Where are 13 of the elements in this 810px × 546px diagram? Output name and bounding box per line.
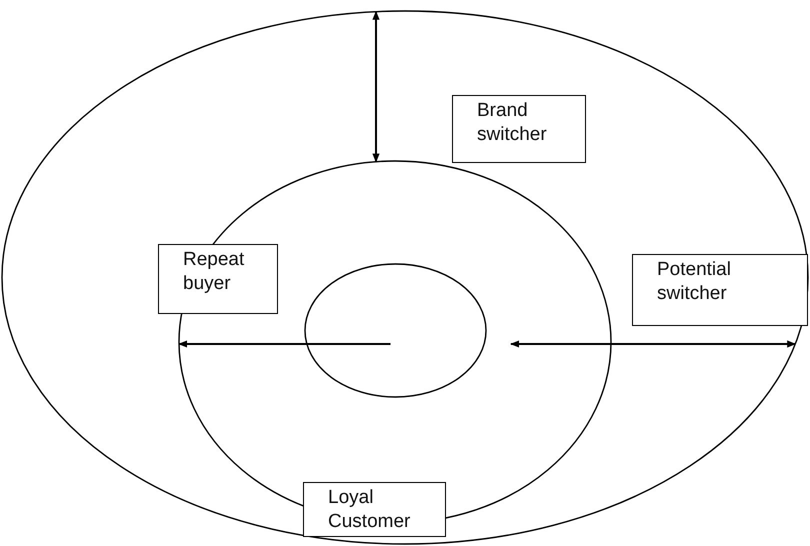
arrow [372, 10, 380, 163]
arrow [178, 340, 390, 348]
ring-ellipse [304, 263, 487, 398]
arrow [510, 340, 796, 348]
box-label: Loyal Customer [328, 486, 412, 534]
box-label: Repeat buyer [183, 248, 246, 296]
box-label: Brand switcher [477, 99, 548, 147]
box-label: Potential switcher [657, 258, 732, 306]
label-box [452, 95, 586, 163]
label-box [303, 482, 446, 537]
label-box [632, 254, 808, 326]
ring-ellipse [1, 10, 809, 545]
label-box [158, 244, 278, 314]
